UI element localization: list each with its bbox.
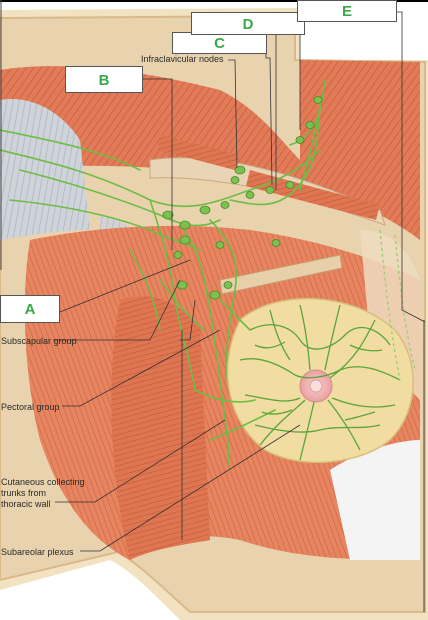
caption-subscapular-group: Subscapular group xyxy=(1,336,77,346)
lymph-nodes xyxy=(162,96,323,300)
label-a[interactable]: A xyxy=(0,295,60,323)
subclavius xyxy=(158,135,240,170)
caption-cutaneous-line-1: Cutaneous collecting xyxy=(1,477,85,487)
breast xyxy=(226,297,414,464)
caption-infraclavicular-nodes: Infraclavicular nodes xyxy=(141,54,224,64)
breast-lymph-network xyxy=(239,304,401,461)
rib-band xyxy=(219,254,343,295)
parasternal-vessels-2 xyxy=(394,234,416,371)
caption-cutaneous-line-2: trunks from xyxy=(1,488,47,498)
lower-right-skin xyxy=(330,440,420,560)
lymphatic-vessels xyxy=(0,79,326,466)
label-e[interactable]: E xyxy=(297,0,397,22)
caption-subareolar-plexus: Subareolar plexus xyxy=(1,547,74,557)
caption-pectoral-group: Pectoral group xyxy=(1,402,60,412)
subclavius-2 xyxy=(246,170,380,220)
parasternal-vessels xyxy=(379,229,401,381)
label-b[interactable]: B xyxy=(65,66,143,93)
label-d[interactable]: D xyxy=(191,12,305,35)
caption-cutaneous-line-3: thoracic wall xyxy=(1,499,51,509)
serratus-muscle xyxy=(111,296,210,560)
